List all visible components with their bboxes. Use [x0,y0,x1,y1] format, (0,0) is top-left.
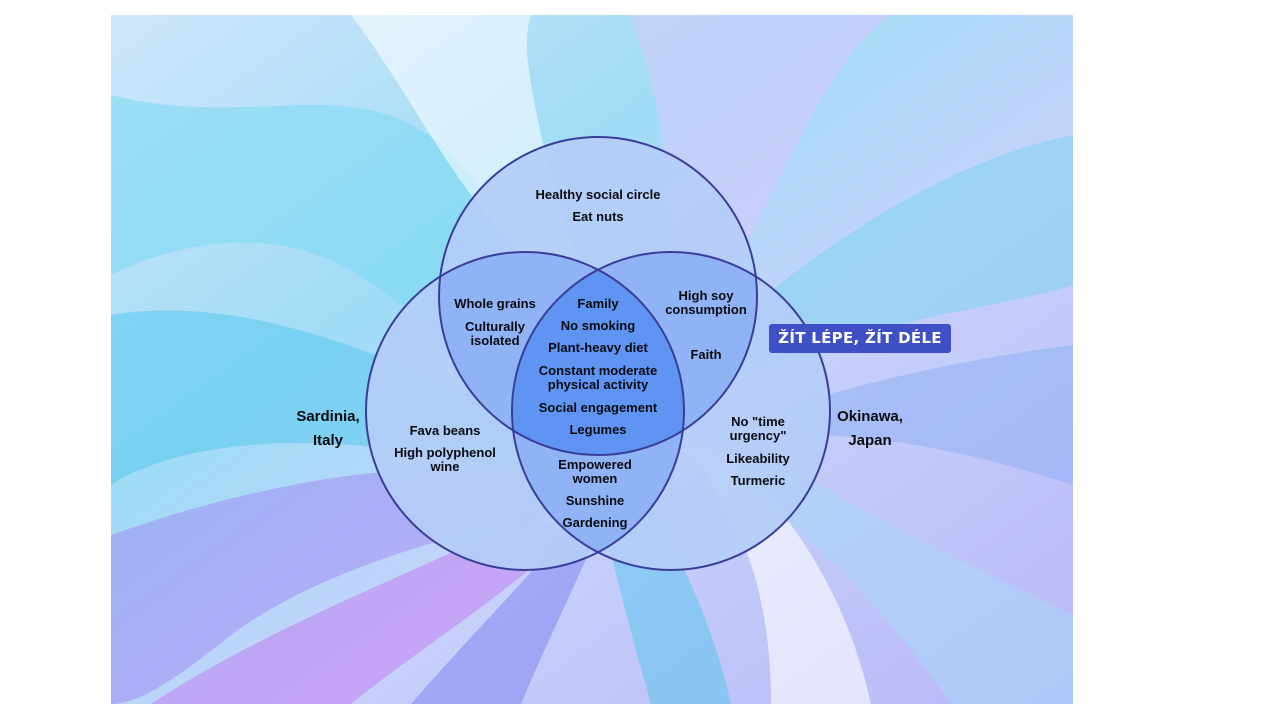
center-label-6: Social engagement [538,400,658,415]
region-name: Okinawa, [837,408,903,425]
overlap-center [512,252,684,455]
top-right-label-3: No alcohol [672,325,740,340]
center-label-2: No smoking [560,318,636,333]
region-country: Italy [312,432,343,449]
right-label-1: No "time [731,414,785,429]
top-left-label-1: Whole grains [454,296,536,311]
center-label-3: Plant-heavy diet [548,340,648,355]
bottom-label-4: Gardening [562,515,628,530]
right-label-4: Turmeric [730,473,786,488]
region-name: Sardinia, [296,408,360,425]
right-label-3: Likeability [726,451,790,466]
top-left-label-2: Culturally [465,319,525,334]
left-label-2: High polyphenol [394,445,496,460]
top-right-label-1: High soy [678,288,734,303]
region-country: Japan [848,432,892,449]
bottom-label-3: Sunshine [565,493,625,508]
center-label-5: physical activity [547,377,649,392]
right-label-2: urgency" [729,428,787,443]
center-label-4: Constant moderate [538,363,658,378]
top-left-label-3: isolated [470,333,520,348]
region-label-okinawa: Okinawa, Japan [830,405,910,453]
top-right-label-4: Faith [690,347,722,362]
bottom-label-1: Empowered [558,457,632,472]
center-label-7: Legumes [569,422,627,437]
region-label-sardinia: Sardinia, Italy [288,405,368,453]
title-banner: ŽÍT LÉPE, ŽÍT DÉLE [769,324,951,353]
left-label-3: wine [430,459,460,474]
top-label-2: Eat nuts [572,209,624,224]
center-label-1: Family [577,296,619,311]
left-label-1: Fava beans [409,423,481,438]
top-label-1: Healthy social circle [535,187,661,202]
bottom-label-2: women [572,471,618,486]
top-right-label-2: consumption [665,302,747,317]
